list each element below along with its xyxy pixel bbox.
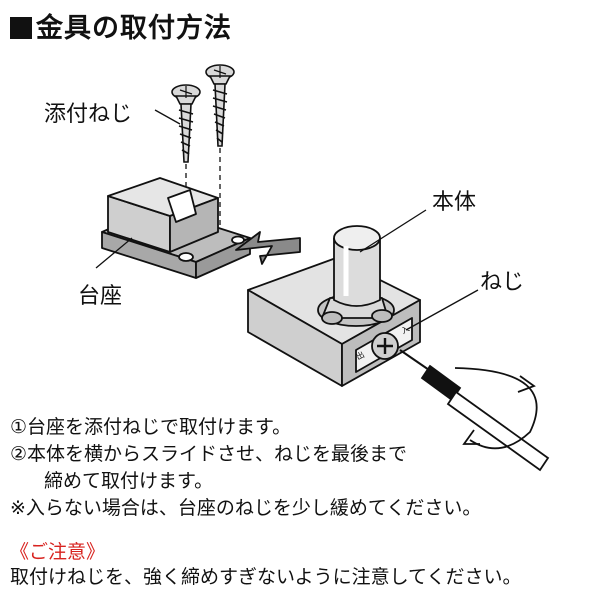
step-2: ②本体を横からスライドさせ、ねじを最後まで <box>10 443 408 465</box>
label-neji: ねじ <box>480 270 525 295</box>
label-body: 本体 <box>432 190 477 215</box>
body-block: 出 入 <box>247 225 421 387</box>
step-1: ①台座を添付ねじで取付けます。 <box>10 416 292 438</box>
base-block <box>101 177 251 279</box>
label-screw: 添付ねじ <box>44 102 133 127</box>
label-base: 台座 <box>78 284 123 309</box>
note-loosen: ※入らない場合は、台座のねじを少し緩めてください。 <box>10 497 482 519</box>
page-title: 金具の取付方法 <box>10 6 232 45</box>
svg-text:出: 出 <box>354 349 366 362</box>
screw-left <box>171 84 201 163</box>
step-2-continued: 締めて取付けます。 <box>44 470 214 492</box>
title-square-icon <box>10 17 32 39</box>
svg-text:入: 入 <box>400 324 411 336</box>
screwdriver <box>399 349 550 472</box>
screw-right <box>205 64 235 147</box>
slide-arrow <box>235 231 301 265</box>
caution-text: 取付けねじを、強く締めすぎないように注意してください。 <box>10 566 522 588</box>
caution-heading: 《ご注意》 <box>10 541 106 563</box>
instruction-steps: ①台座を添付ねじで取付けます。 ②本体を横からスライドさせ、ねじを最後まで 締め… <box>10 414 481 522</box>
title-text: 金具の取付方法 <box>36 13 232 44</box>
